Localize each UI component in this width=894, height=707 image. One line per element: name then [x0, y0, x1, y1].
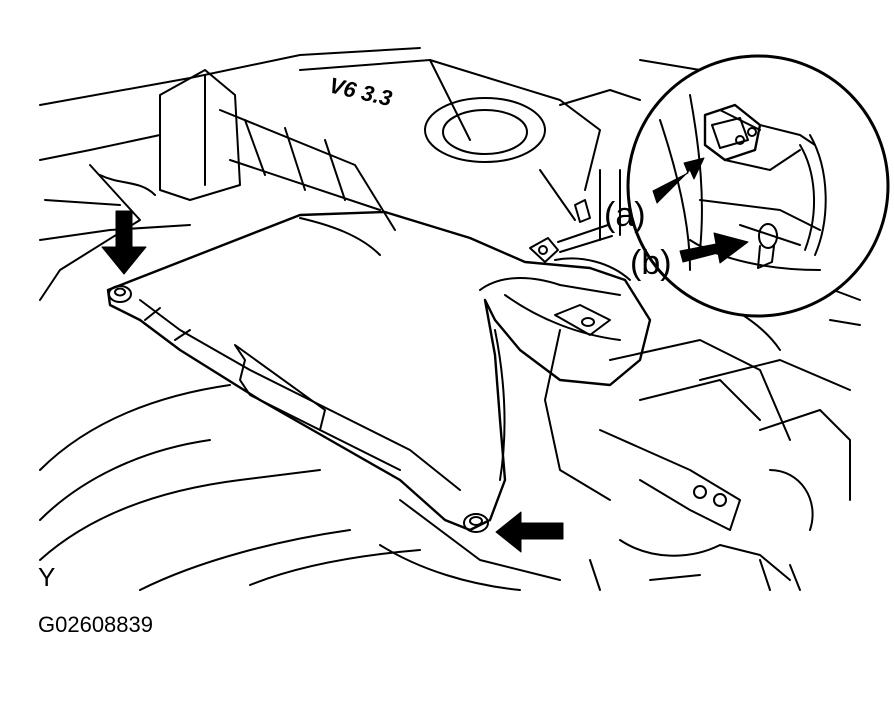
figure-id: G02608839: [38, 612, 153, 637]
engine-marking: V6 3.3: [327, 73, 395, 112]
connector-icon: [703, 103, 816, 162]
arrow-icon: [495, 511, 564, 553]
intake-duct: [106, 210, 652, 532]
arrow-icon: [679, 232, 749, 264]
leader-line-a2: [559, 235, 613, 253]
clamp-icon: [739, 223, 801, 269]
bolt-icon: [463, 513, 489, 533]
view-letter: Y: [38, 562, 55, 592]
callout-b: (b): [630, 244, 672, 282]
arrow-icon: [652, 157, 705, 204]
arrow-icon: [101, 210, 147, 275]
callout-a: (a): [604, 196, 646, 234]
connector-icon: [529, 199, 591, 263]
leader-line-a: [557, 224, 609, 243]
bolt-icon: [108, 285, 132, 303]
